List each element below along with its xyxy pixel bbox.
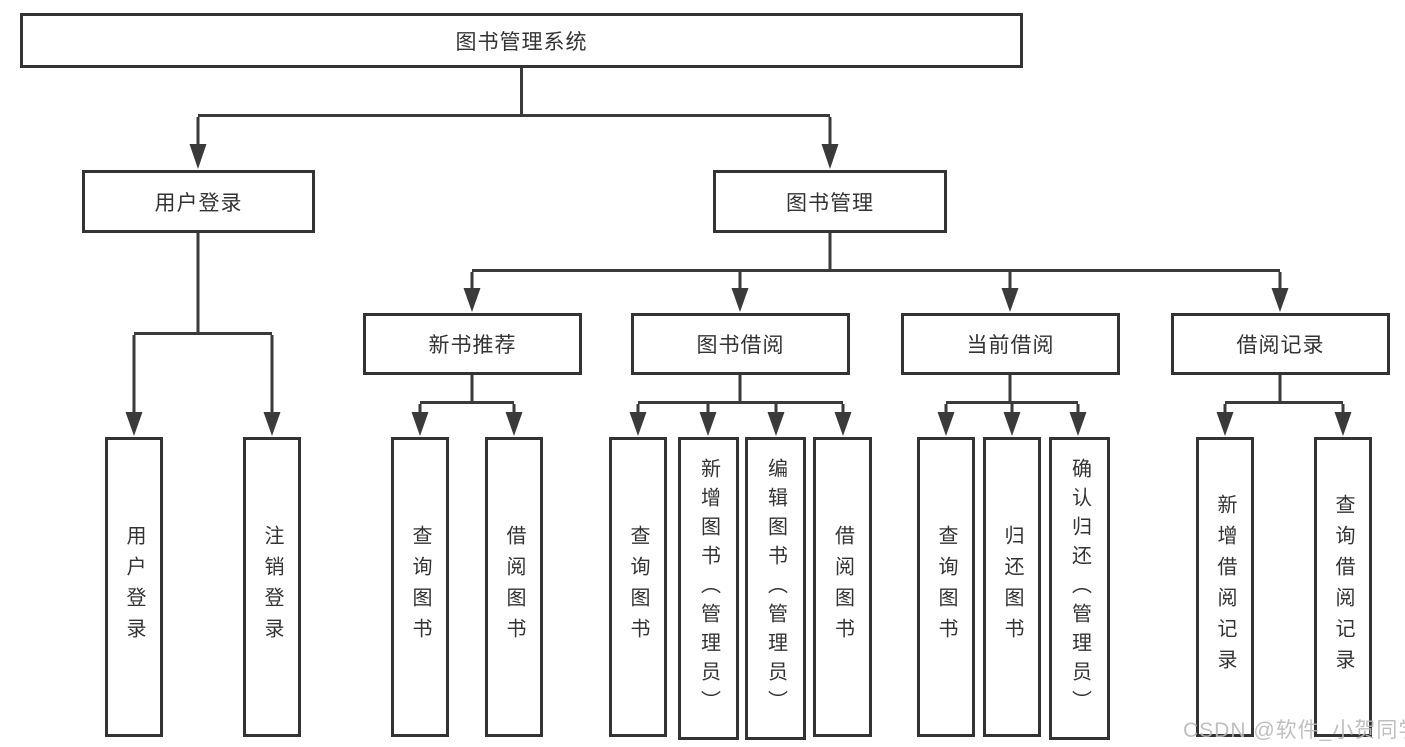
leaf-query-books-current: 查询图书 bbox=[917, 437, 975, 737]
node-borrow-records: 借阅记录 bbox=[1171, 313, 1390, 375]
leaf-user-login: 用户登录 bbox=[105, 437, 163, 737]
node-current-borrow: 当前借阅 bbox=[901, 313, 1120, 375]
node-book-borrow: 图书借阅 bbox=[631, 313, 850, 375]
leaf-query-books-recommend: 查询图书 bbox=[391, 437, 449, 737]
node-new-book-recommend: 新书推荐 bbox=[363, 313, 582, 375]
leaf-confirm-return-admin: 确认归还（管理员） bbox=[1049, 437, 1110, 740]
leaf-borrow-books-recommend: 借阅图书 bbox=[485, 437, 543, 737]
leaf-add-book-admin: 新增图书（管理员） bbox=[678, 437, 739, 740]
leaf-query-books-borrow: 查询图书 bbox=[609, 437, 667, 737]
leaf-logout: 注销登录 bbox=[243, 437, 301, 737]
leaf-return-books: 归还图书 bbox=[983, 437, 1041, 737]
node-book-management-module: 图书管理 bbox=[713, 170, 947, 233]
leaf-query-borrow-record: 查询借阅记录 bbox=[1314, 437, 1372, 737]
node-user-login-module: 用户登录 bbox=[82, 170, 315, 233]
leaf-add-borrow-record: 新增借阅记录 bbox=[1196, 437, 1254, 737]
node-root-system: 图书管理系统 bbox=[20, 13, 1023, 68]
csdn-watermark: CSDN @软件_小贺同学 bbox=[1183, 719, 1405, 742]
leaf-borrow-books: 借阅图书 bbox=[813, 437, 872, 737]
leaf-edit-book-admin: 编辑图书（管理员） bbox=[745, 437, 806, 740]
